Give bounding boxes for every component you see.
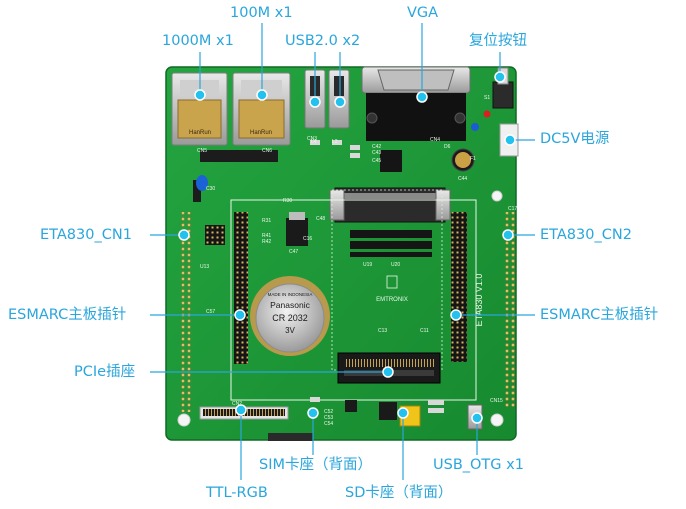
battery-origin: MADE IN INDONESIA	[268, 292, 313, 297]
svg-text:C43: C43	[372, 150, 381, 156]
label-ttl-rgb: TTL-RGB	[206, 485, 268, 501]
label-eta830-cn2: ETA830_CN2	[540, 227, 632, 243]
svg-text:U13: U13	[200, 264, 209, 270]
esmarc-header-right	[451, 212, 467, 362]
board-version: ETA830 V1.0	[474, 274, 484, 327]
label-100m: 100M x1	[230, 5, 293, 21]
svg-text:C53: C53	[324, 415, 333, 421]
label-sd-slot: SD卡座（背面）	[345, 485, 453, 501]
jack1-brand: HanRun	[189, 130, 211, 136]
svg-text:C48: C48	[316, 216, 325, 222]
header-cn1	[180, 212, 191, 412]
svg-text:C44: C44	[458, 176, 467, 182]
svg-text:R42: R42	[262, 239, 271, 245]
svg-text:C16: C16	[303, 236, 312, 242]
jack2-brand: HanRun	[250, 130, 272, 136]
svg-text:S1: S1	[484, 95, 490, 101]
label-pcie: PCIe插座	[74, 364, 136, 380]
battery-model: CR 2032	[272, 313, 308, 323]
label-1000m: 1000M x1	[162, 33, 234, 49]
esmarc-header-left	[234, 212, 248, 364]
label-dc5v-power: DC5V电源	[540, 131, 610, 147]
svg-text:U19: U19	[363, 262, 372, 268]
svg-text:CN15: CN15	[490, 398, 503, 404]
svg-text:C11: C11	[420, 328, 429, 334]
svg-text:C54: C54	[324, 421, 333, 427]
svg-text:C42: C42	[372, 144, 381, 150]
label-sim-slot: SIM卡座（背面）	[259, 457, 372, 473]
rj45-1000m	[171, 72, 228, 146]
coin-battery	[250, 276, 330, 356]
svg-text:C30: C30	[206, 186, 215, 192]
label-vga: VGA	[407, 5, 439, 21]
svg-text:C57: C57	[206, 309, 215, 315]
label-usb-otg: USB_OTG x1	[433, 457, 524, 473]
svg-text:D6: D6	[444, 144, 451, 150]
svg-text:C47: C47	[289, 249, 298, 255]
label-usb20: USB2.0 x2	[285, 33, 361, 49]
svg-text:U20: U20	[391, 262, 400, 268]
svg-text:CN3: CN3	[307, 136, 317, 142]
module-brand: EMTRONIX	[376, 297, 408, 303]
label-esmarc-right: ESMARC主板插针	[540, 307, 659, 323]
svg-text:C52: C52	[324, 409, 333, 415]
svg-text:CN5: CN5	[197, 148, 207, 154]
svg-text:CN2: CN2	[232, 401, 242, 407]
svg-text:C17: C17	[508, 206, 517, 212]
svg-text:R31: R31	[262, 218, 271, 224]
svg-text:F1: F1	[470, 156, 476, 162]
label-eta830-cn1: ETA830_CN1	[40, 227, 132, 243]
label-reset-button: 复位按钮	[469, 33, 527, 49]
battery-brand: Panasonic	[270, 300, 310, 310]
header-cn2	[505, 212, 516, 407]
svg-text:C45: C45	[372, 158, 381, 164]
svg-text:R41: R41	[262, 233, 271, 239]
svg-text:C13: C13	[378, 328, 387, 334]
module-socket	[329, 187, 451, 223]
svg-text:L3: L3	[332, 139, 338, 145]
svg-text:CN6: CN6	[262, 148, 272, 154]
label-esmarc-left: ESMARC主板插针	[8, 307, 127, 323]
svg-text:CN4: CN4	[430, 137, 440, 143]
vga-connector	[361, 66, 471, 141]
svg-text:L4: L4	[311, 139, 317, 145]
svg-text:R30: R30	[283, 198, 292, 204]
battery-voltage: 3V	[285, 326, 295, 335]
